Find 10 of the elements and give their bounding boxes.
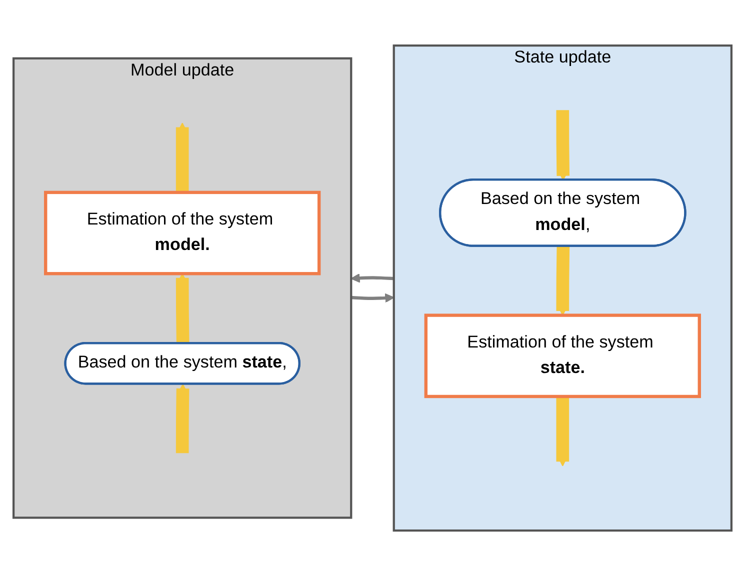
arrow	[351, 294, 394, 304]
node-box: Estimation of the system state.	[424, 314, 701, 399]
arrow	[176, 384, 190, 454]
arrow	[556, 246, 570, 316]
arrow	[556, 396, 570, 467]
arrow	[176, 274, 190, 345]
arrow	[176, 123, 189, 194]
arrow	[350, 274, 394, 284]
node-box: Estimation of the system model.	[44, 191, 321, 276]
arrow	[556, 110, 570, 182]
